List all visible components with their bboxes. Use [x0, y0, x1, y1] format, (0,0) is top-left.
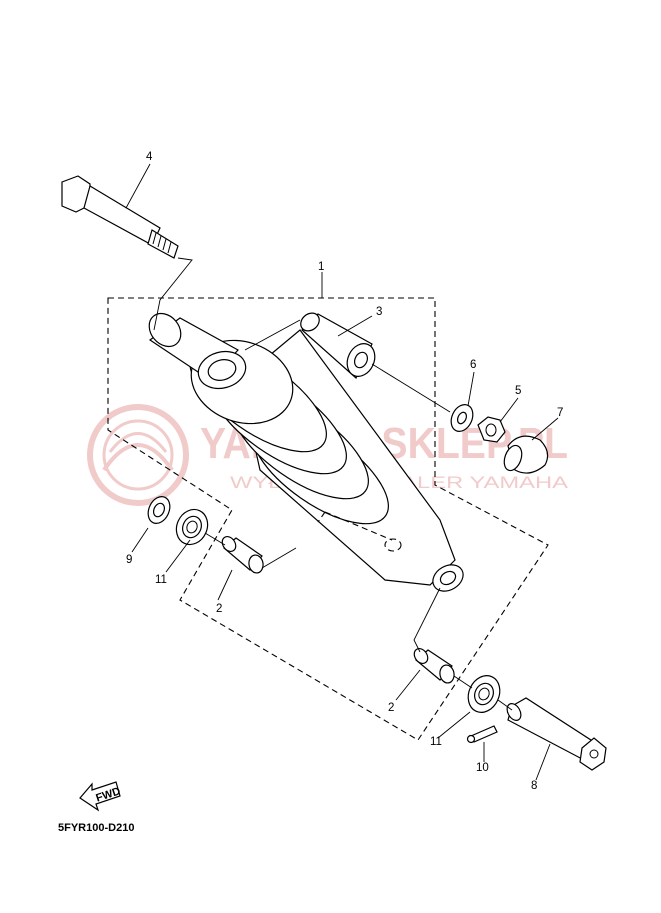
callout-4: 4 — [146, 151, 153, 163]
watermark-logo — [87, 404, 189, 506]
callout-9: 9 — [126, 554, 132, 566]
callout-2-left: 2 — [216, 603, 222, 615]
bolt-4 — [61, 175, 179, 259]
cap-7 — [503, 435, 549, 474]
oil-seal-11-right — [467, 675, 501, 713]
nut-5 — [477, 416, 506, 443]
callout-11-right: 11 — [430, 736, 442, 748]
callout-2-right: 2 — [388, 702, 394, 714]
callout-8: 8 — [531, 780, 537, 792]
callout-6: 6 — [470, 359, 476, 371]
diagram-code: 5FYR100-D210 — [58, 822, 134, 834]
callout-5: 5 — [515, 385, 521, 397]
bushing-2-right — [413, 647, 455, 684]
bushing-2-left — [221, 535, 264, 574]
shock-absorber — [148, 312, 464, 592]
washer-6 — [450, 404, 474, 432]
callout-1: 1 — [318, 261, 324, 273]
oil-seal-11-left — [175, 508, 209, 546]
callout-7: 7 — [557, 407, 563, 419]
cotter-pin-10 — [466, 725, 498, 744]
washer-9 — [147, 496, 171, 524]
callout-11-left: 11 — [155, 574, 167, 586]
callout-10: 10 — [476, 762, 489, 774]
collar-3 — [300, 312, 376, 379]
callout-leaders — [125, 163, 559, 781]
assembly-lines — [153, 257, 513, 711]
fwd-arrow-icon: FWD — [79, 781, 122, 812]
assembly-outline — [107, 297, 549, 741]
callout-3: 3 — [376, 306, 382, 318]
bolt-8 — [506, 697, 607, 771]
